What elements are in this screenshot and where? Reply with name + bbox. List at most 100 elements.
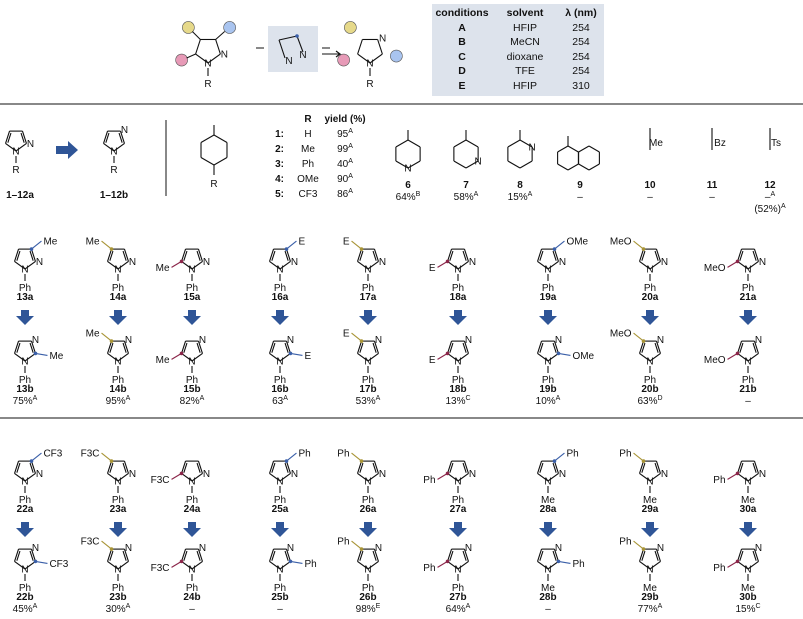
double-bond bbox=[654, 462, 659, 473]
compound-label: 19b bbox=[539, 384, 556, 395]
double-bond bbox=[449, 250, 454, 261]
atom-N: N bbox=[12, 147, 19, 158]
substituent-label: Ph bbox=[713, 563, 725, 574]
radical-dot bbox=[295, 34, 299, 38]
double-bond bbox=[183, 462, 188, 473]
ring-bond bbox=[30, 340, 36, 354]
radical-dot bbox=[552, 459, 557, 463]
radical-dot bbox=[735, 471, 740, 476]
compound-yield: 45%A bbox=[13, 603, 38, 615]
ring-bond bbox=[457, 472, 469, 482]
ring-bond bbox=[447, 340, 453, 354]
compound-yield: – bbox=[277, 604, 283, 615]
ring-bond bbox=[557, 163, 569, 171]
ring-bond bbox=[200, 134, 215, 143]
substituent-label: MeO bbox=[704, 263, 726, 274]
ring-bond bbox=[279, 352, 291, 362]
ring-bond bbox=[747, 472, 759, 482]
double-bond bbox=[29, 462, 34, 473]
ring-bond bbox=[14, 472, 26, 482]
ring-bond bbox=[578, 145, 590, 153]
ring-bond bbox=[278, 35, 298, 41]
ring-bond bbox=[181, 460, 187, 474]
ring-bond bbox=[463, 548, 469, 562]
ring-bond bbox=[553, 248, 559, 262]
double-bond bbox=[641, 550, 646, 561]
atom-N: N bbox=[529, 143, 536, 154]
substituent-label: CF3 bbox=[43, 449, 62, 460]
n-substituent: Ph bbox=[19, 375, 31, 386]
compound-yield: 53%A bbox=[356, 395, 381, 407]
substituent-bond bbox=[192, 31, 201, 40]
substituent-label: E bbox=[343, 329, 350, 340]
n-substituent: Ph bbox=[452, 583, 464, 594]
substituent-label: Me bbox=[156, 355, 170, 366]
ring-bond bbox=[269, 460, 275, 474]
substituent-bond bbox=[101, 452, 112, 462]
double-bond bbox=[284, 550, 289, 561]
compound-yield: 77%A bbox=[638, 603, 663, 615]
substituent-bond bbox=[290, 560, 303, 564]
ring-bond bbox=[279, 472, 291, 482]
n-substituent: Ph bbox=[362, 583, 374, 594]
ring-bond bbox=[119, 130, 125, 144]
atom-N: N bbox=[759, 469, 766, 480]
n-substituent: Ph bbox=[112, 583, 124, 594]
substituent-label: Ph bbox=[337, 537, 349, 548]
atom-N: N bbox=[555, 543, 562, 554]
substituent-bond bbox=[633, 452, 644, 462]
substituent-label: F3C bbox=[81, 537, 100, 548]
ring-bond bbox=[107, 260, 119, 270]
double-bond bbox=[552, 250, 557, 261]
reaction-arrow-icon bbox=[641, 522, 659, 537]
double-bond bbox=[359, 462, 364, 473]
entry-number: 2: bbox=[275, 144, 284, 155]
ring-bond bbox=[123, 548, 129, 562]
ring-bond bbox=[588, 145, 600, 153]
double-bond bbox=[183, 342, 188, 353]
radical-dot bbox=[179, 559, 184, 564]
condition-code: C bbox=[458, 50, 466, 63]
ring-bond bbox=[463, 460, 469, 474]
double-bond bbox=[16, 550, 21, 561]
atom-N: N bbox=[755, 335, 762, 346]
conditions-box bbox=[432, 4, 604, 96]
wavelength-value: 254 bbox=[572, 21, 590, 34]
ring-bond bbox=[737, 548, 743, 562]
compound-label: 21b bbox=[739, 384, 756, 395]
ring-bond bbox=[357, 460, 363, 474]
double-bond bbox=[654, 342, 659, 353]
compound-label: 17a bbox=[360, 292, 377, 303]
double-bond bbox=[654, 550, 659, 561]
atom-N: N bbox=[755, 543, 762, 554]
compound-label: 6 bbox=[405, 180, 411, 191]
n-substituent: Ph bbox=[542, 375, 554, 386]
substituent-label: MeO bbox=[610, 329, 632, 340]
ring-bond bbox=[357, 340, 363, 354]
substituent-bond bbox=[31, 452, 42, 462]
compound-yield: 95%A bbox=[106, 395, 131, 407]
compound-yield: 13%C bbox=[445, 395, 470, 407]
entry-number: 5: bbox=[275, 189, 284, 200]
ring-bond bbox=[747, 560, 759, 570]
ring-bond bbox=[191, 560, 203, 570]
substituent-circle-blue bbox=[390, 49, 403, 63]
compound-label: 9 bbox=[577, 180, 583, 191]
ring-bond bbox=[547, 560, 559, 570]
double-bond bbox=[196, 550, 201, 561]
n-substituent: Ph bbox=[742, 375, 754, 386]
n-substituent: Ph bbox=[112, 495, 124, 506]
compound-label: 20b bbox=[641, 384, 658, 395]
radical-dot bbox=[445, 471, 450, 476]
substituent-bond bbox=[727, 560, 738, 568]
ring-bond bbox=[117, 472, 129, 482]
atom-N: N bbox=[291, 469, 298, 480]
double-bond bbox=[641, 250, 646, 261]
entry-R: H bbox=[304, 129, 311, 140]
compound-label: 18b bbox=[449, 384, 466, 395]
atom-N: N bbox=[469, 257, 476, 268]
reaction-arrow-icon bbox=[322, 50, 342, 58]
n-substituent: Me bbox=[741, 583, 755, 594]
ring-bond bbox=[463, 340, 469, 354]
compound-label: 30b bbox=[739, 592, 756, 603]
